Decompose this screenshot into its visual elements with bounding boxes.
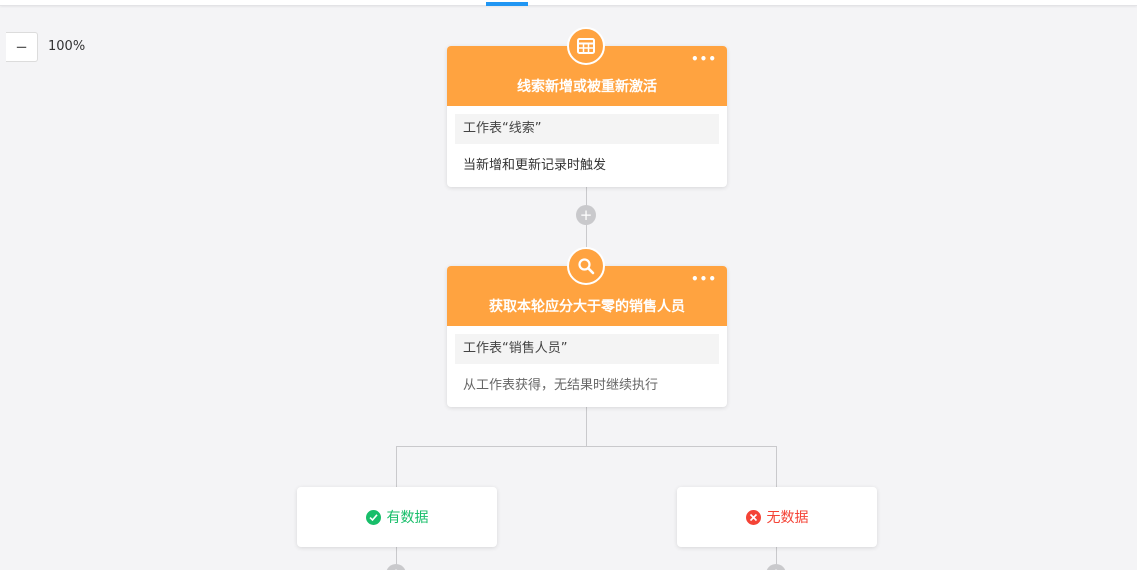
- add-step-button[interactable]: +: [386, 564, 406, 570]
- more-options-icon[interactable]: •••: [690, 52, 717, 66]
- zoom-out-button[interactable]: −: [6, 32, 38, 62]
- branch-no-data[interactable]: 无数据: [677, 487, 877, 547]
- zoom-level: 100%: [48, 39, 86, 54]
- branch-has-data[interactable]: 有数据: [297, 487, 497, 547]
- connector-line: [396, 446, 397, 487]
- get-records-node[interactable]: ••• 获取本轮应分大于零的销售人员 工作表“销售人员” 从工作表获得，无结果时…: [447, 266, 727, 407]
- connector-line: [396, 547, 397, 570]
- branch-connector-line: [396, 446, 777, 447]
- node-description: 从工作表获得，无结果时继续执行: [463, 378, 659, 393]
- connector-line: [586, 406, 587, 446]
- node-description: 当新增和更新记录时触发: [463, 158, 607, 173]
- table-icon: [567, 27, 605, 65]
- more-options-icon[interactable]: •••: [690, 272, 717, 286]
- check-circle-icon: [365, 509, 381, 525]
- add-step-button[interactable]: +: [576, 205, 596, 225]
- connector-line: [586, 186, 587, 266]
- node-title: 线索新增或被重新激活: [517, 79, 657, 95]
- connector-line: [776, 446, 777, 487]
- branch-label: 有数据: [386, 510, 429, 526]
- connector-line: [776, 547, 777, 570]
- top-bar: [0, 0, 1137, 6]
- close-circle-icon: [745, 509, 761, 525]
- active-tab-indicator: [486, 2, 528, 6]
- trigger-node[interactable]: ••• 线索新增或被重新激活 工作表“线索” 当新增和更新记录时触发: [447, 46, 727, 187]
- search-icon: [567, 247, 605, 285]
- node-worksheet: 工作表“销售人员”: [455, 334, 719, 364]
- branch-label: 无数据: [766, 510, 809, 526]
- add-step-button[interactable]: +: [766, 564, 786, 570]
- node-worksheet: 工作表“线索”: [455, 114, 719, 144]
- node-title: 获取本轮应分大于零的销售人员: [489, 299, 685, 315]
